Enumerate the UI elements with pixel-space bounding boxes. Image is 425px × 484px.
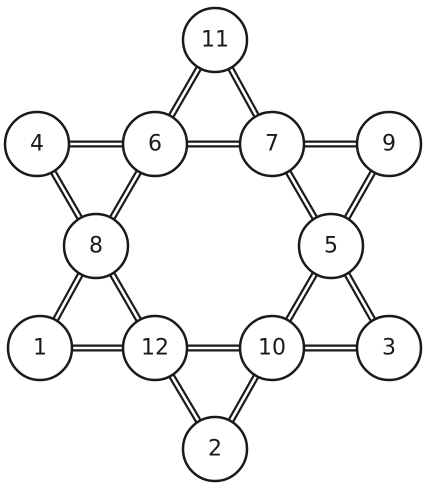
node-circle (297, 212, 365, 280)
node-2: 2 (181, 415, 249, 483)
node-label: 2 (208, 437, 222, 462)
nodes-layer: 11 4 6 7 9 8 5 1 12 10 3 2 (3, 6, 423, 483)
node-4: 4 (3, 110, 71, 178)
node-label: 6 (148, 132, 162, 157)
node-11: 11 (181, 6, 249, 74)
node-label: 9 (382, 132, 396, 157)
node-3: 3 (355, 314, 423, 382)
node-label: 5 (324, 234, 338, 259)
node-circle (121, 110, 189, 178)
node-label: 12 (141, 336, 169, 361)
node-circle (355, 314, 423, 382)
node-label: 3 (382, 336, 396, 361)
node-10: 10 (238, 314, 306, 382)
node-8: 8 (62, 212, 130, 280)
node-label: 4 (30, 132, 44, 157)
node-9: 9 (355, 110, 423, 178)
node-5: 5 (297, 212, 365, 280)
node-circle (121, 314, 189, 382)
node-circle (181, 6, 249, 74)
node-circle (238, 314, 306, 382)
node-circle (238, 110, 306, 178)
node-circle (355, 110, 423, 178)
node-label: 11 (201, 28, 229, 53)
node-circle (62, 212, 130, 280)
node-12: 12 (121, 314, 189, 382)
node-1: 1 (6, 314, 74, 382)
node-6: 6 (121, 110, 189, 178)
node-label: 8 (89, 234, 103, 259)
node-circle (3, 110, 71, 178)
node-circle (181, 415, 249, 483)
node-label: 1 (33, 336, 47, 361)
node-7: 7 (238, 110, 306, 178)
node-circle (6, 314, 74, 382)
node-label: 10 (258, 336, 286, 361)
node-label: 7 (265, 132, 279, 157)
